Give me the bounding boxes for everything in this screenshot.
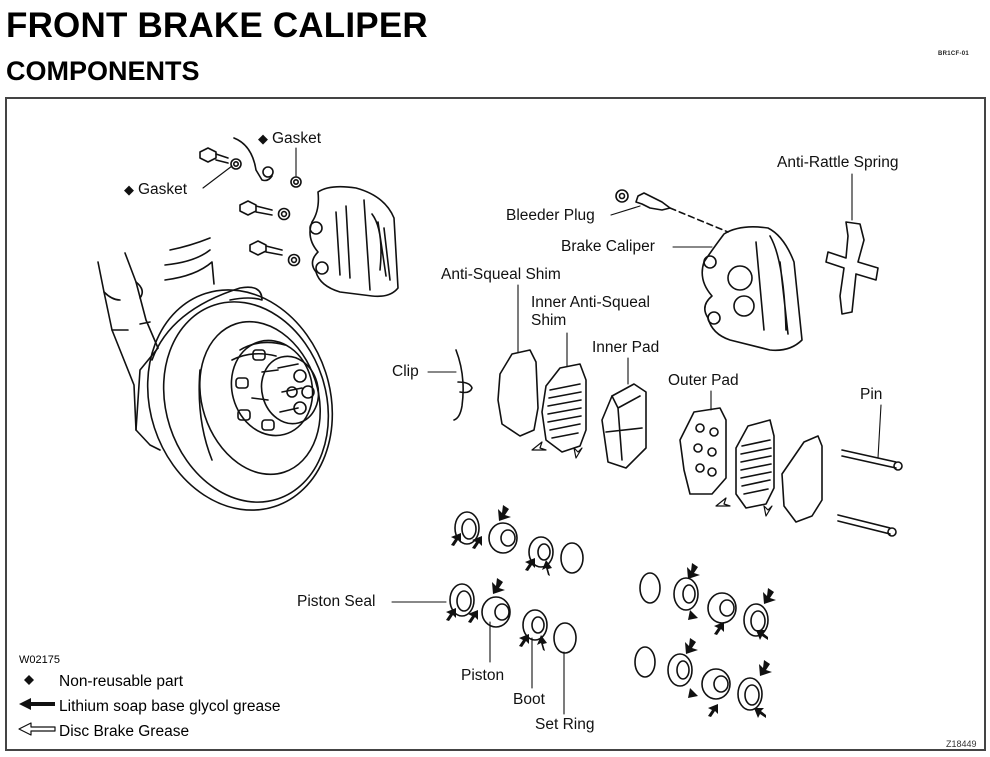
label-set-ring: Set Ring (535, 716, 595, 733)
inner-pad-illustration (601, 383, 647, 469)
legend: W02175 Non-reusable part Lithium soap ba… (19, 654, 280, 744)
label-anti-rattle-spring: Anti-Rattle Spring (777, 154, 899, 171)
label-pin: Pin (860, 386, 883, 403)
label-outer-pad: Outer Pad (668, 372, 739, 389)
diagram-frame (5, 97, 986, 751)
piston-group-right-illustration (634, 572, 769, 711)
label-brake-caliper: Brake Caliper (561, 238, 655, 255)
disc-rotor-illustration (146, 286, 334, 511)
label-boot: Boot (513, 691, 545, 708)
label-anti-squeal-shim: Anti-Squeal Shim (441, 266, 561, 283)
legend-symbols (18, 675, 56, 736)
label-piston: Piston (461, 667, 505, 684)
brake-caliper-illustration (701, 226, 803, 352)
outer-shim-illustration (715, 419, 775, 517)
anti-squeal-shim-illustration (497, 349, 539, 437)
legend-item-lithium-grease: Lithium soap base glycol grease (59, 697, 281, 715)
section-subtitle: COMPONENTS (6, 56, 200, 86)
clip-illustration (453, 349, 473, 421)
label-clip: Clip (392, 363, 419, 380)
reference-code: BR1CF-01 (938, 51, 970, 57)
label-bleeder-plug: Bleeder Plug (506, 207, 595, 224)
diamond-icon (24, 675, 34, 685)
strut-knuckle-illustration (97, 237, 215, 451)
inner-anti-squeal-shim-illustration (531, 363, 587, 459)
label-gasket-upper: ◆Gasket (258, 130, 322, 147)
hollow-arrow-icon (18, 722, 56, 736)
non-reusable-diamond-icon: ◆ (258, 131, 268, 146)
anti-rattle-spring-illustration (825, 221, 879, 315)
pins-illustration (837, 449, 903, 537)
figure-code: W02175 (19, 654, 60, 666)
label-inner-anti-squeal-shim: Inner Anti-Squeal Shim (531, 294, 650, 329)
leader-lines (202, 147, 882, 715)
solid-arrow-icon (19, 698, 55, 710)
label-inner-pad: Inner Pad (592, 339, 660, 356)
page-title: FRONT BRAKE CALIPER (6, 6, 428, 45)
grease-arrows (446, 505, 776, 718)
bolt-gasket-set-upper (199, 137, 302, 267)
caliper-installed-illustration (309, 185, 399, 298)
piston-group-left-illustration (449, 511, 584, 654)
outer-pad-illustration (679, 407, 727, 495)
bleeder-plug-illustration (615, 189, 729, 233)
legend-item-non-reusable: Non-reusable part (59, 672, 184, 690)
image-code: Z18449 (946, 739, 977, 749)
label-gasket-left: ◆Gasket (124, 181, 188, 198)
hub-illustration (230, 339, 320, 437)
outer-anti-squeal-shim-illustration (781, 435, 823, 523)
label-piston-seal: Piston Seal (297, 593, 376, 610)
legend-item-disc-brake-grease: Disc Brake Grease (59, 722, 190, 740)
non-reusable-diamond-icon: ◆ (124, 182, 134, 197)
